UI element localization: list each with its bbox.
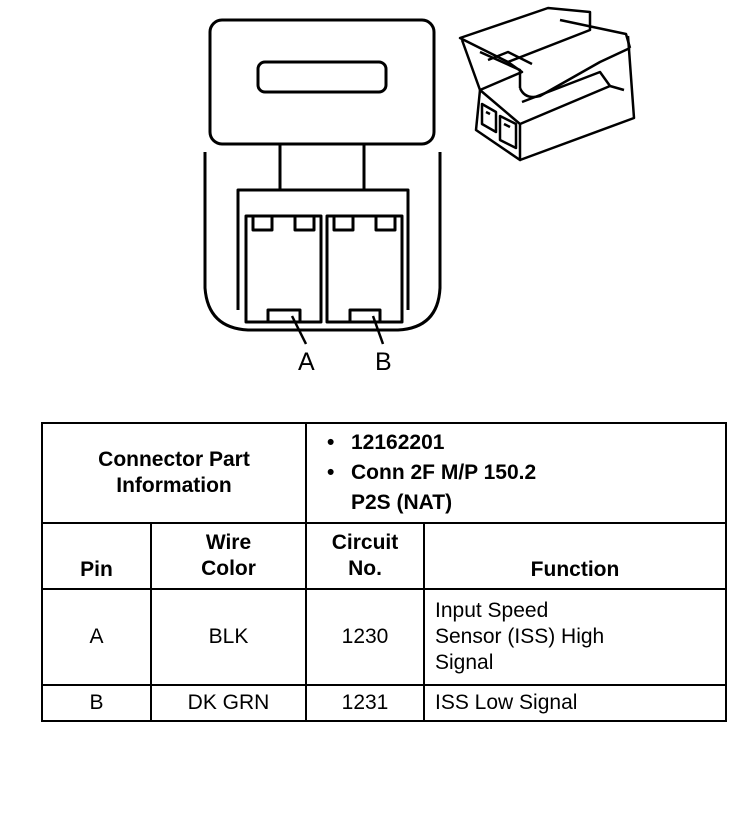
function-line: Signal [435, 651, 494, 674]
header-function: Function [422, 522, 728, 590]
connector-part-label-line: Connector Part [98, 448, 250, 471]
header-wire-line: Wire [205, 531, 252, 554]
bullet: • [327, 461, 335, 484]
part-info-cell: • 12162201 • Conn 2F M/P 150.2 P2S (NAT) [304, 422, 728, 524]
connector-drawing: A B [203, 6, 636, 376]
part-number: 12162201 [351, 431, 445, 454]
header-circuit-line: No. [348, 557, 382, 580]
header-wire-line: Color [201, 557, 256, 580]
header-pin: Pin [41, 522, 152, 590]
header-pin-text: Pin [80, 558, 113, 581]
function-cell: ISS Low Signal [422, 684, 728, 722]
table-row: B DK GRN 1231 ISS Low Signal [41, 684, 728, 722]
connector-face-view [203, 18, 442, 345]
connector-desc-line: P2S (NAT) [351, 491, 453, 514]
pin-label-a: A [298, 348, 315, 376]
connector-desc-item: • Conn 2F M/P 150.2 P2S (NAT) [327, 458, 725, 518]
circuit-cell: 1231 [305, 684, 425, 722]
pin-cell: A [41, 588, 152, 686]
connector-isometric-view [458, 6, 636, 162]
function-cell: Input Speed Sensor (ISS) High Signal [422, 588, 728, 686]
pin-cell: B [41, 684, 152, 722]
part-info-list: • 12162201 • Conn 2F M/P 150.2 P2S (NAT) [307, 424, 725, 518]
circuit-cell: 1230 [305, 588, 425, 686]
wire-color-cell: DK GRN [150, 684, 307, 722]
header-row: Pin Wire Color Circuit No. Function [41, 522, 728, 590]
connector-desc-line: Conn 2F M/P 150.2 [351, 461, 537, 484]
function-line: ISS Low Signal [435, 691, 578, 714]
table-row: A BLK 1230 Input Speed Sensor (ISS) High… [41, 588, 728, 686]
connector-info-table: Connector Part Information • 12162201 • … [41, 422, 728, 722]
header-circuit-line: Circuit [331, 531, 399, 554]
function-line: Input Speed [435, 599, 549, 622]
bullet: • [327, 431, 335, 454]
connector-part-info-label: Connector Part Information [41, 422, 307, 524]
function-line: Sensor (ISS) High [435, 625, 605, 648]
connector-part-label-line: Information [116, 474, 232, 497]
wire-color-cell: BLK [150, 588, 307, 686]
connector-diagram: A B [0, 0, 752, 400]
header-circuit-no: Circuit No. [305, 522, 425, 590]
pin-label-b: B [375, 348, 392, 376]
part-info-row: Connector Part Information • 12162201 • … [41, 422, 728, 524]
header-wire-color: Wire Color [150, 522, 307, 590]
part-number-item: • 12162201 [327, 428, 725, 458]
header-function-text: Function [530, 558, 620, 581]
